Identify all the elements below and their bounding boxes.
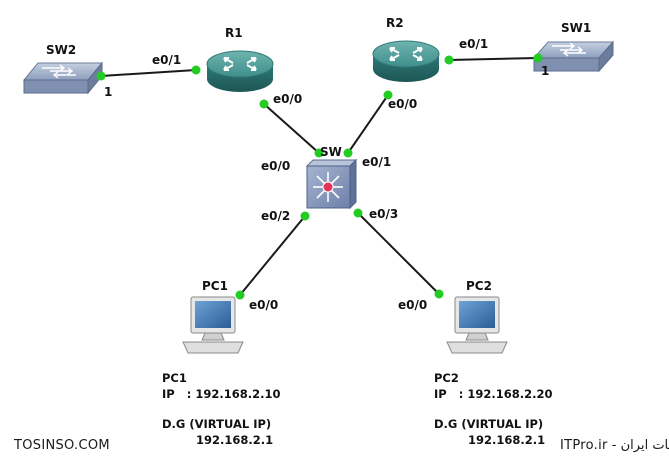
port-label: e0/0 bbox=[398, 298, 427, 312]
port-dot bbox=[235, 290, 245, 300]
port-label: e0/3 bbox=[369, 207, 398, 221]
pc2-info-dg-value: 192.168.2.1 bbox=[468, 433, 545, 447]
device-name-sw: SW bbox=[320, 145, 342, 159]
device-name-sw2: SW2 bbox=[46, 43, 76, 57]
links bbox=[100, 57, 539, 296]
watermark-left: TOSINSO.COM bbox=[13, 438, 110, 453]
port-dot bbox=[444, 55, 454, 65]
port-dot bbox=[259, 99, 269, 109]
pc1-info-dg-label: D.G (VIRTUAL IP) bbox=[162, 417, 271, 431]
port-label: 1 bbox=[104, 85, 112, 99]
port-label: e0/1 bbox=[152, 53, 181, 67]
port-label: e0/0 bbox=[249, 298, 278, 312]
pc2-info-dg-label: D.G (VIRTUAL IP) bbox=[434, 417, 543, 431]
port-dot bbox=[300, 211, 310, 221]
port-dot bbox=[434, 289, 444, 299]
link-r2-sw bbox=[347, 94, 389, 154]
switch-sw2-icon[interactable] bbox=[22, 61, 104, 95]
device-name-sw1: SW1 bbox=[561, 21, 591, 35]
pc2-computer-icon[interactable] bbox=[446, 296, 508, 354]
port-dot bbox=[533, 53, 543, 63]
port-dot bbox=[343, 148, 353, 158]
port-label: e0/1 bbox=[362, 155, 391, 169]
l3-switch-sw-icon[interactable] bbox=[305, 158, 358, 210]
pc1-info-ip: IP : 192.168.2.10 bbox=[162, 387, 280, 401]
link-r2-sw1 bbox=[448, 57, 539, 61]
switch-sw1-icon[interactable] bbox=[532, 40, 615, 73]
link-sw2-r1 bbox=[100, 69, 197, 77]
pc1-info-dg-value: 192.168.2.1 bbox=[196, 433, 273, 447]
port-label: e0/0 bbox=[261, 159, 290, 173]
pc1-info-name: PC1 bbox=[162, 371, 187, 385]
link-sw-pc1 bbox=[239, 215, 306, 296]
port-dot bbox=[96, 71, 106, 81]
device-name-pc2: PC2 bbox=[466, 279, 492, 293]
port-dot bbox=[353, 208, 363, 218]
pc2-info-block: PC2 IP : 192.168.2.20 D.G (VIRTUAL IP) 1… bbox=[434, 371, 552, 447]
port-dot bbox=[191, 65, 201, 75]
port-dot bbox=[383, 90, 393, 100]
device-name-r1: R1 bbox=[225, 26, 243, 40]
pc1-info-block: PC1 IP : 192.168.2.10 D.G (VIRTUAL IP) 1… bbox=[162, 371, 280, 447]
port-label: e0/1 bbox=[459, 37, 488, 51]
link-sw-pc2 bbox=[357, 212, 440, 295]
port-label: e0/0 bbox=[388, 97, 417, 111]
pc1-computer-icon[interactable] bbox=[182, 296, 244, 354]
port-label: 1 bbox=[541, 64, 549, 78]
router-r1-icon[interactable] bbox=[206, 50, 274, 92]
router-r2-icon[interactable] bbox=[372, 40, 440, 82]
port-label: e0/2 bbox=[261, 209, 290, 223]
port-dot bbox=[314, 148, 324, 158]
port-dots bbox=[96, 53, 543, 300]
watermark-right: وب سایت تخصصی فناوری اطلاعات ایران - ITP… bbox=[560, 438, 669, 453]
port-label: e0/0 bbox=[273, 92, 302, 106]
pc2-info-ip: IP : 192.168.2.20 bbox=[434, 387, 552, 401]
device-name-r2: R2 bbox=[386, 16, 404, 30]
pc2-info-name: PC2 bbox=[434, 371, 459, 385]
device-name-pc1: PC1 bbox=[202, 279, 228, 293]
link-r1-sw bbox=[263, 103, 320, 154]
